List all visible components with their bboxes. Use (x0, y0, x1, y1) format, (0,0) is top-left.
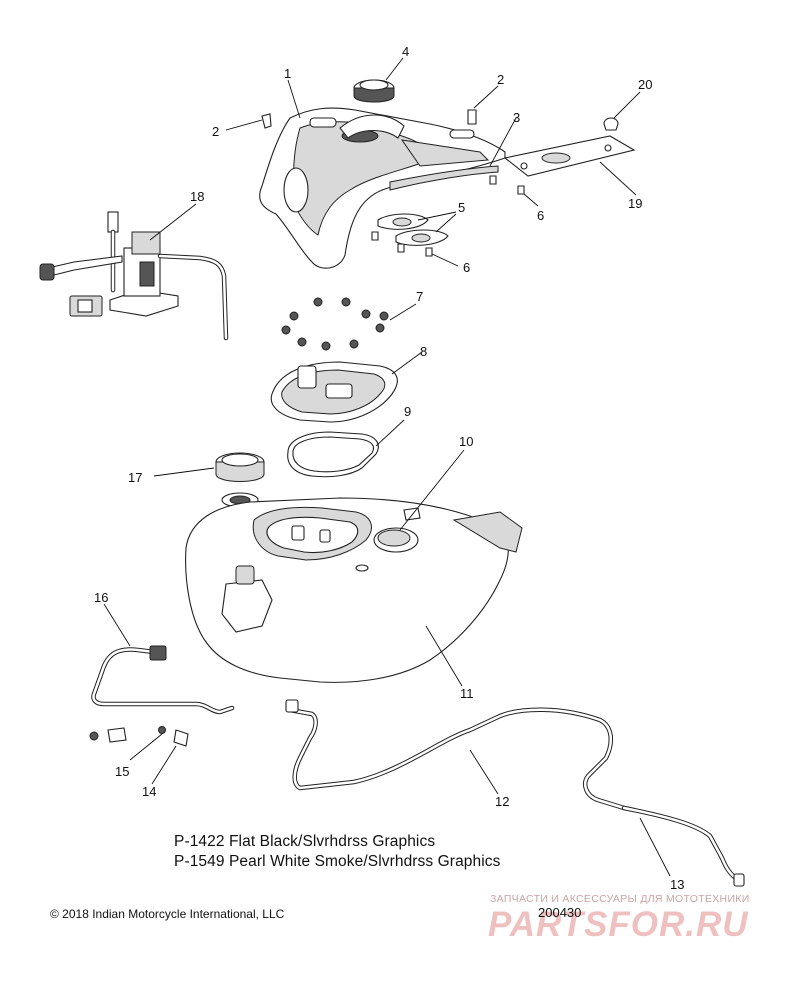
callout-4: 4 (402, 44, 409, 59)
callout-9: 9 (404, 404, 411, 419)
part-16-vent-hose (91, 603, 235, 715)
callout-16: 16 (94, 590, 108, 605)
part-8-pump-flange (270, 351, 423, 423)
part-18-fuel-pump (39, 203, 229, 341)
watermark-logo: PARTSFOR.RU (488, 905, 749, 944)
part-6-screws (371, 175, 539, 267)
part-4-cap-ring (353, 57, 404, 103)
callout-17: 17 (128, 470, 142, 485)
part-10-gas-cap (373, 449, 465, 553)
part-3-trim-strip (389, 117, 517, 191)
callout-20: 20 (638, 77, 652, 92)
part-13-fuel-line (621, 805, 745, 887)
callout-12: 12 (495, 794, 509, 809)
part-5-brackets (377, 211, 457, 246)
callout-15: 15 (115, 764, 129, 779)
callout-13: 13 (670, 877, 684, 892)
part-20-push-pin (603, 91, 641, 131)
callout-6-lower: 6 (463, 260, 470, 275)
parts-14-15-clamps (89, 726, 189, 785)
callout-10: 10 (459, 434, 473, 449)
callout-8: 8 (420, 344, 427, 359)
callout-1: 1 (284, 66, 291, 81)
callout-6-upper: 6 (537, 208, 544, 223)
part-1-tank-console (259, 79, 506, 269)
part-7-nuts (281, 297, 417, 351)
callout-19: 19 (628, 196, 642, 211)
callout-11: 11 (460, 686, 474, 701)
callout-3: 3 (513, 110, 520, 125)
variant-line-1: P-1422 Flat Black/Slvrhdrss Graphics (174, 833, 436, 850)
diagram-id: 200430 (538, 905, 582, 920)
part-2-screws (225, 85, 499, 131)
part-12-fuel-line (285, 699, 627, 811)
part-9-gasket (287, 419, 405, 478)
copyright-notice: © 2018 Indian Motorcycle International, … (50, 907, 285, 921)
callout-5: 5 (458, 200, 465, 215)
callout-2-left: 2 (212, 124, 219, 139)
callout-14: 14 (142, 784, 156, 799)
part-19-mounting-plate (503, 135, 637, 196)
part-17-filler-cap (153, 452, 265, 508)
callout-2-right: 2 (497, 72, 504, 87)
callout-7: 7 (416, 289, 423, 304)
variant-line-2: P-1549 Pearl White Smoke/Slvrhdrss Graph… (174, 853, 501, 870)
part-11-fuel-tank (185, 497, 523, 687)
watermark-tagline: ЗАПЧАСТИ И АКСЕССУАРЫ ДЛЯ МОТОТЕХНИКИ (490, 893, 750, 905)
callout-18: 18 (190, 189, 204, 204)
callout-labels: 1 2 2 3 4 5 6 6 7 8 9 10 11 12 13 14 15 … (94, 44, 684, 892)
